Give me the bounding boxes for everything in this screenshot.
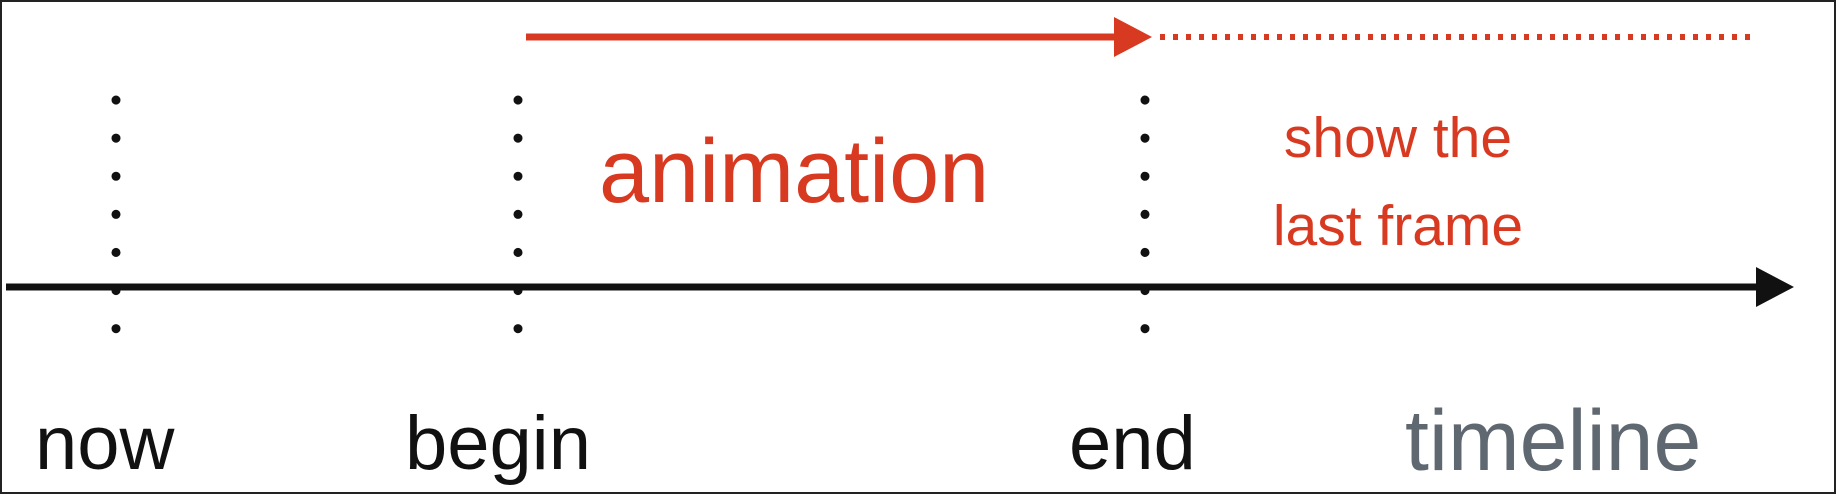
begin-label: begin bbox=[405, 401, 591, 486]
timeline-label: timeline bbox=[1405, 393, 1702, 489]
last-frame-label: show the last frame bbox=[1238, 94, 1558, 270]
end-label: end bbox=[1069, 401, 1196, 486]
now-label: now bbox=[35, 401, 175, 486]
timeline-arrowhead bbox=[1756, 267, 1794, 307]
last-frame-line-2: last frame bbox=[1272, 194, 1524, 258]
animation-label: animation bbox=[599, 122, 990, 222]
last-frame-line-1: show the bbox=[1283, 106, 1513, 170]
animation-arrowhead bbox=[1114, 17, 1152, 57]
